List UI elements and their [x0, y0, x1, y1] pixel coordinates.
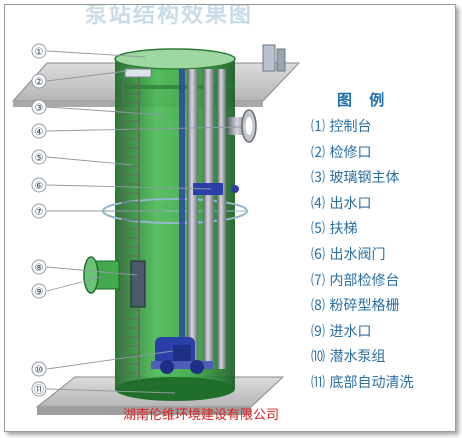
legend-number: ⑸ — [311, 221, 325, 238]
legend-list: ⑴ 控制台 ⑵ 检修口 ⑶ 玻璃钢主体 ⑷ 出水口 ⑸ 扶梯 ⑹ 出水阀门 ⑺ … — [311, 115, 413, 397]
callout-number: ⑨ — [35, 287, 44, 298]
callout-marker — [31, 43, 47, 59]
legend-number: ⑽ — [311, 349, 325, 366]
callout-marker — [31, 361, 47, 377]
outlet-pipe — [227, 109, 257, 143]
legend-number: ⑻ — [311, 298, 325, 315]
legend-number: ⑵ — [311, 144, 325, 161]
callout-number: ③ — [35, 103, 44, 114]
callout-number: ① — [35, 47, 44, 58]
legend-item: ⑶ 玻璃钢主体 — [311, 166, 413, 192]
legend-item: ⑸ 扶梯 — [311, 217, 413, 243]
legend-label: 底部自动清洗 — [329, 374, 414, 391]
legend-label: 玻璃钢主体 — [329, 170, 400, 187]
callout-number: ⑤ — [35, 153, 44, 164]
callout-marker — [31, 73, 47, 89]
company-watermark: 湖南伦维环境建设有限公司 — [123, 408, 280, 423]
legend-item: ⑹ 出水阀门 — [311, 243, 413, 269]
callout-marker — [31, 123, 47, 139]
diagram-frame: 泵站结构效果图 — [4, 4, 456, 432]
submersible-pump-group — [151, 337, 213, 374]
callout-marker — [31, 381, 47, 397]
callout-leader-line — [46, 350, 174, 370]
legend-item: ⑾ 底部自动清洗 — [311, 371, 413, 397]
callout-leader-line — [46, 50, 146, 58]
callout-leader-line — [46, 266, 138, 276]
callout-labels: ① ② ③ ④ ⑤ ⑥ ⑦ ⑧ ⑨ ⑩ ⑪ — [31, 43, 242, 397]
control-box — [262, 44, 286, 72]
callout-number: ⑧ — [35, 263, 44, 274]
legend-label: 进水口 — [329, 323, 372, 340]
callout-marker — [31, 259, 47, 275]
crushing-grille — [130, 260, 146, 308]
inlet-pipe — [83, 256, 120, 294]
legend-item: ⑵ 检修口 — [311, 141, 413, 167]
legend-item: ⑼ 进水口 — [311, 320, 413, 346]
ladder — [122, 77, 140, 381]
callout-number: ② — [35, 77, 44, 88]
callout-number: ⑦ — [35, 207, 44, 218]
callout-leader-line — [46, 184, 212, 190]
legend-number: ⑴ — [311, 119, 325, 135]
discharge-risers — [179, 69, 226, 369]
callout-leader-line — [46, 276, 102, 292]
legend-item: ⑴ 控制台 — [311, 115, 413, 141]
legend-number: ⑺ — [311, 272, 325, 289]
legend-number: ⑾ — [311, 374, 325, 391]
legend-label: 出水阀门 — [329, 246, 386, 263]
legend-item: ⑻ 粉碎型格栅 — [311, 294, 413, 320]
diagram-title: 泵站结构效果图 — [85, 4, 254, 28]
callout-number: ④ — [35, 127, 44, 138]
callout-leader-line — [46, 70, 128, 82]
callout-number: ⑪ — [34, 384, 44, 396]
legend-number: ⑶ — [311, 170, 325, 187]
callout-marker — [31, 149, 47, 165]
legend-label: 检修口 — [329, 144, 372, 161]
legend-label: 出水口 — [329, 195, 372, 212]
callout-leader-line — [46, 126, 242, 132]
pump-station-illustration: ① ② ③ ④ ⑤ ⑥ ⑦ ⑧ ⑨ ⑩ ⑪ — [11, 43, 301, 415]
legend-label: 内部检修台 — [329, 272, 400, 289]
callout-marker — [31, 177, 47, 193]
callout-marker — [31, 283, 47, 299]
callout-number: ⑩ — [35, 365, 44, 376]
legend-item: ⑽ 潜水泵组 — [311, 345, 413, 371]
callout-number: ⑥ — [35, 181, 44, 192]
legend-number: ⑷ — [311, 195, 325, 212]
legend-item: ⑷ 出水口 — [311, 192, 413, 218]
callout-leader-line — [46, 388, 176, 394]
callout-leader-line — [46, 156, 134, 166]
callout-marker — [31, 203, 47, 219]
legend-item: ⑺ 内部检修台 — [311, 269, 413, 295]
legend-number: ⑹ — [311, 246, 325, 263]
legend-label: 扶梯 — [329, 221, 358, 238]
legend-number: ⑼ — [311, 323, 325, 340]
inspection-port — [124, 68, 152, 78]
legend-title: 图 例 — [337, 91, 391, 109]
callout-leader-line — [46, 106, 166, 116]
legend-label: 粉碎型格栅 — [329, 298, 400, 315]
legend-label: 潜水泵组 — [329, 349, 386, 366]
callout-marker — [31, 99, 47, 115]
legend-label: 控制台 — [329, 119, 372, 135]
